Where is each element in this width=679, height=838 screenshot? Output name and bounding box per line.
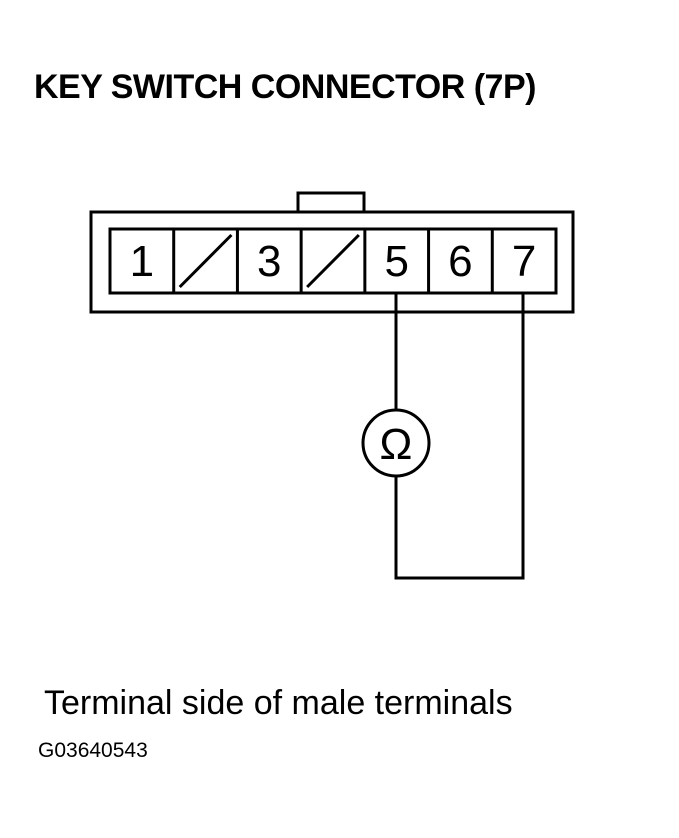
- pin-cell: 3: [235, 229, 282, 293]
- caption: Terminal side of male terminals: [44, 684, 513, 722]
- ohm-symbol: Ω: [380, 420, 413, 469]
- unused-pin-slash: [306, 233, 360, 289]
- wire-return: [394, 293, 525, 580]
- pin-label: 3: [257, 237, 281, 286]
- pin-label: 6: [448, 237, 472, 286]
- pin-label: 5: [384, 237, 408, 286]
- diagram-title: KEY SWITCH CONNECTOR (7P): [34, 68, 536, 106]
- connector-lock-tab: [296, 191, 366, 215]
- pin-cell: 5: [363, 229, 409, 293]
- ohmmeter-icon: Ω: [361, 408, 431, 478]
- figure-code: G03640543: [38, 739, 148, 762]
- pin-cell: 1: [130, 237, 154, 286]
- pin-cell-blank: [299, 229, 360, 293]
- unused-pin-slash: [178, 233, 233, 289]
- pin-cell: 7: [490, 229, 536, 293]
- pin-label: 1: [130, 237, 154, 286]
- pin-cell-blank: [172, 229, 233, 293]
- pin-cell: 6: [427, 229, 473, 293]
- pin-label: 7: [512, 237, 536, 286]
